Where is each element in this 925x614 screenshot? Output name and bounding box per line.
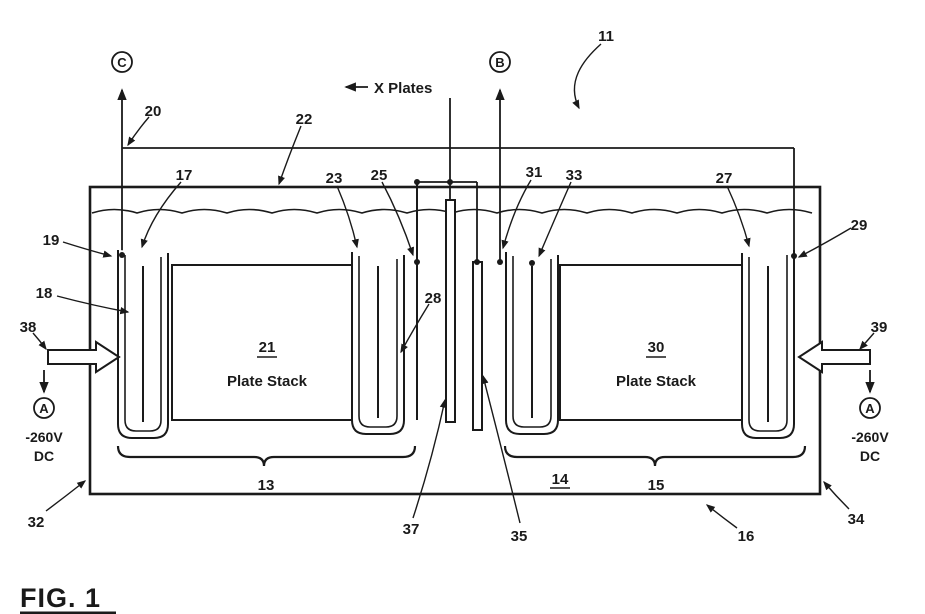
- ref-23: 23: [326, 170, 343, 187]
- ref-34: 34: [848, 511, 865, 528]
- leader-32: [45, 480, 87, 512]
- ref-37: 37: [403, 521, 420, 538]
- ref-14: 14: [552, 471, 569, 488]
- leader-17: [140, 181, 182, 249]
- x-plates-label: X Plates: [374, 80, 432, 97]
- plate-stack-left: [171, 264, 364, 421]
- ref-19: 19: [43, 232, 60, 249]
- leader-27: [726, 185, 751, 248]
- ref-28: 28: [425, 290, 442, 307]
- leader-lines: [32, 43, 875, 529]
- braces: [116, 445, 807, 467]
- leader-33: [538, 181, 572, 258]
- ref-35: 35: [511, 528, 528, 545]
- leader-34: [823, 480, 850, 510]
- ref-17: 17: [176, 167, 193, 184]
- leader-22: [278, 125, 302, 186]
- feed-arrow-left: [47, 340, 121, 374]
- leader-11: [572, 43, 602, 110]
- center-plate-35: [472, 261, 483, 431]
- leader-35: [481, 374, 521, 524]
- terminal-a-left-label: A: [39, 401, 49, 416]
- leader-28: [400, 303, 430, 354]
- stack-right-number: 30: [648, 339, 665, 356]
- leader-25: [381, 181, 415, 257]
- leader-20: [127, 116, 150, 147]
- ref-27: 27: [716, 170, 733, 187]
- figure-caption-group: FIG. 1: [20, 583, 116, 614]
- ref-16: 16: [738, 528, 755, 545]
- connection-dots: [119, 179, 797, 266]
- leader-23: [336, 185, 359, 249]
- ref-31: 31: [526, 164, 543, 181]
- leader-18: [56, 295, 130, 315]
- terminal-a-left-circle: [33, 397, 55, 419]
- leader-39: [859, 332, 875, 351]
- stack-left-label: Plate Stack: [227, 373, 308, 390]
- terminal-b-circle: [489, 51, 511, 73]
- ref-13: 13: [258, 477, 275, 494]
- stack-left-number: 21: [259, 339, 276, 356]
- stack-right-label: Plate Stack: [616, 373, 697, 390]
- center-plate-37: [445, 199, 456, 423]
- ref-25: 25: [371, 167, 388, 184]
- ref-38: 38: [20, 319, 37, 336]
- stack-labels: 21 Plate Stack 30 Plate Stack: [227, 339, 697, 390]
- feed-terminals: [39, 340, 875, 394]
- feed-arrow-right: [797, 340, 871, 374]
- ref-32: 32: [28, 514, 45, 531]
- leader-16: [705, 504, 738, 529]
- voltage-right-type: DC: [860, 448, 880, 464]
- terminal-a-right-label: A: [865, 401, 875, 416]
- leader-29: [797, 227, 852, 258]
- ref-20: 20: [145, 103, 162, 120]
- voltage-left: -260V: [25, 429, 63, 445]
- ref-39: 39: [871, 319, 888, 336]
- ref-29: 29: [851, 217, 868, 234]
- terminal-a-right-circle: [859, 397, 881, 419]
- ref-22: 22: [296, 111, 313, 128]
- voltage-right: -260V: [851, 429, 889, 445]
- leader-19: [62, 241, 113, 258]
- leader-31: [501, 179, 532, 250]
- voltage-left-type: DC: [34, 448, 54, 464]
- brace-right: [503, 445, 807, 467]
- terminal-badges: C B A A: [33, 51, 881, 419]
- reference-numerals: 11 20 22 17 23 25 31 33 27 29 19 18 38 3…: [20, 28, 888, 545]
- brace-left: [116, 445, 417, 467]
- figure-caption: FIG. 1: [20, 583, 101, 613]
- plate-stacks: [171, 264, 753, 421]
- ref-33: 33: [566, 167, 583, 184]
- electrodes: [117, 199, 795, 439]
- ref-11: 11: [598, 28, 614, 45]
- terminal-c-label: C: [117, 55, 127, 70]
- ref-18: 18: [36, 285, 53, 302]
- ref-15: 15: [648, 477, 665, 494]
- plate-stack-right: [559, 264, 753, 421]
- terminal-b-label: B: [495, 55, 504, 70]
- leader-38: [32, 332, 47, 351]
- voltage-labels: -260V DC -260V DC: [25, 429, 889, 464]
- leader-37: [412, 398, 447, 519]
- terminal-c-circle: [111, 51, 133, 73]
